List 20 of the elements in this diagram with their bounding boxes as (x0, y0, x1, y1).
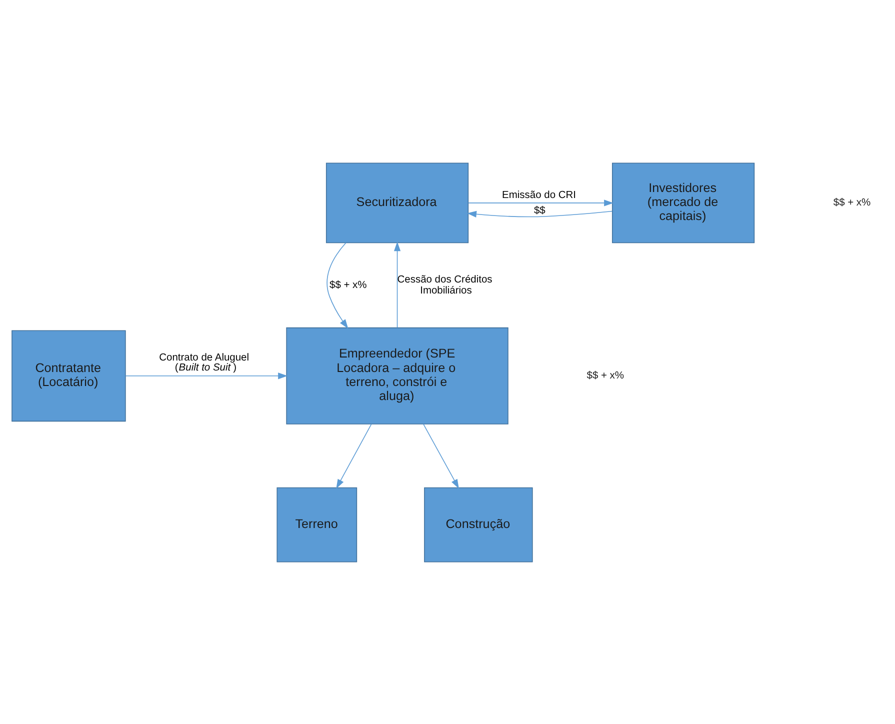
arrow (423, 423, 459, 488)
arrow (125, 372, 288, 379)
node-box: Securitizadora (326, 162, 469, 243)
edge-label: Contrato de Aluguel (Built to Suit) (159, 352, 250, 374)
arrow (467, 210, 612, 217)
edge-label: $$ + x% (330, 279, 367, 290)
node-box: Investidores (mercado de capitais) (612, 162, 755, 243)
edge-label: Cessão dos Créditos Imobiliários (397, 274, 492, 296)
edge-label: $$ (534, 205, 546, 216)
node-box: Empreendedor (SPE Locadora – adquire o terreno, constrói e aluga) (286, 326, 508, 424)
arrow (394, 241, 401, 328)
label: $$ + x% (833, 197, 871, 208)
label: $$ + x% (586, 370, 624, 382)
arrow (336, 423, 372, 488)
node-box: Construção (424, 486, 533, 562)
arrow (468, 199, 614, 206)
edge-label: Emissão do CRI (502, 189, 576, 200)
arrow (326, 242, 348, 328)
node-box: Terreno (276, 486, 358, 562)
node-box: Contratante (Locatário) (12, 330, 126, 422)
